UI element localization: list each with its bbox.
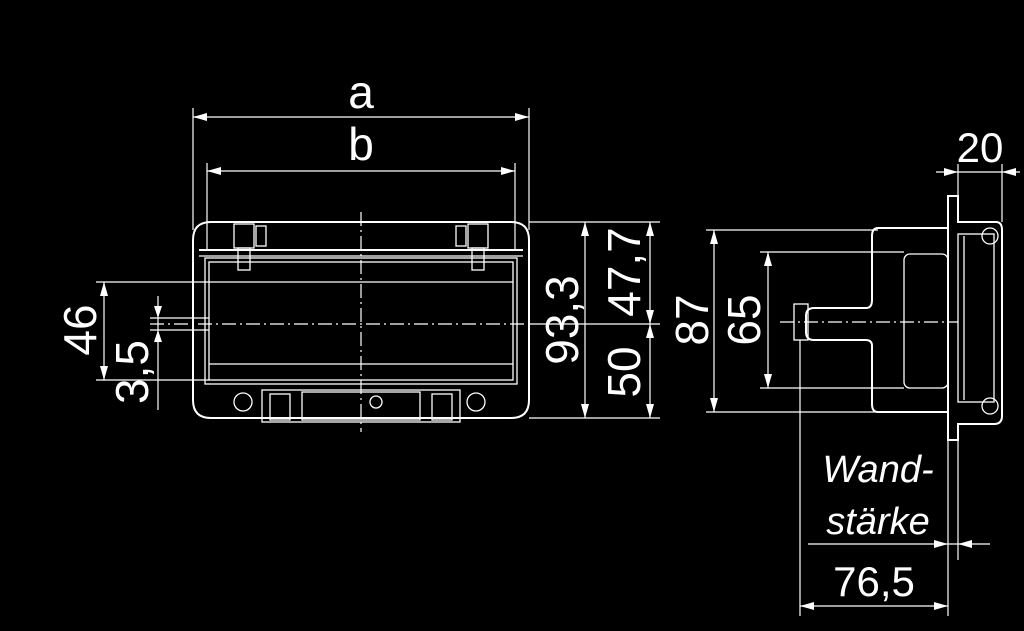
dim-87 — [706, 229, 878, 413]
latch-tab-right — [431, 393, 453, 421]
side-view — [780, 195, 1003, 441]
dim-3-5-label: 3,5 — [106, 340, 158, 404]
lock-screw — [369, 395, 383, 409]
dim-wall-and-76-5 — [799, 340, 990, 616]
front-view — [150, 212, 530, 432]
dim-65-label: 65 — [718, 294, 770, 345]
hinge-right — [455, 223, 489, 271]
side-hinge-top — [981, 227, 999, 245]
latch-tab-left — [269, 393, 291, 421]
side-lid — [957, 233, 995, 403]
dim-46 — [96, 281, 209, 381]
dim-a — [192, 108, 530, 230]
dim-b — [206, 163, 516, 250]
dim-46-label: 46 — [54, 304, 106, 355]
dim-47-7-label: 47,7 — [598, 227, 650, 317]
side-hinge-bottom — [981, 397, 999, 415]
screw-right — [466, 392, 486, 412]
dim-87-label: 87 — [666, 294, 718, 345]
dim-20-label: 20 — [957, 124, 1004, 171]
dim-76-5-label: 76,5 — [833, 558, 915, 605]
side-inner-rib — [903, 253, 949, 389]
side-body — [805, 227, 949, 413]
dim-50-label: 50 — [598, 346, 650, 397]
screw-left — [233, 392, 253, 412]
housing-outline — [192, 221, 530, 419]
side-flange — [947, 195, 1003, 441]
wall-thickness-label-line2: stärke — [826, 501, 929, 543]
dim-3-5 — [150, 296, 209, 410]
hinge-left — [233, 223, 267, 271]
dim-a-label: a — [348, 66, 374, 118]
dim-right-of-front — [529, 221, 660, 419]
dim-93-3-label: 93,3 — [536, 275, 588, 365]
dim-b-label: b — [348, 118, 374, 170]
wall-thickness-label-line1: Wand- — [822, 449, 933, 491]
dim-20 — [936, 164, 1020, 222]
dim-65 — [760, 251, 904, 389]
